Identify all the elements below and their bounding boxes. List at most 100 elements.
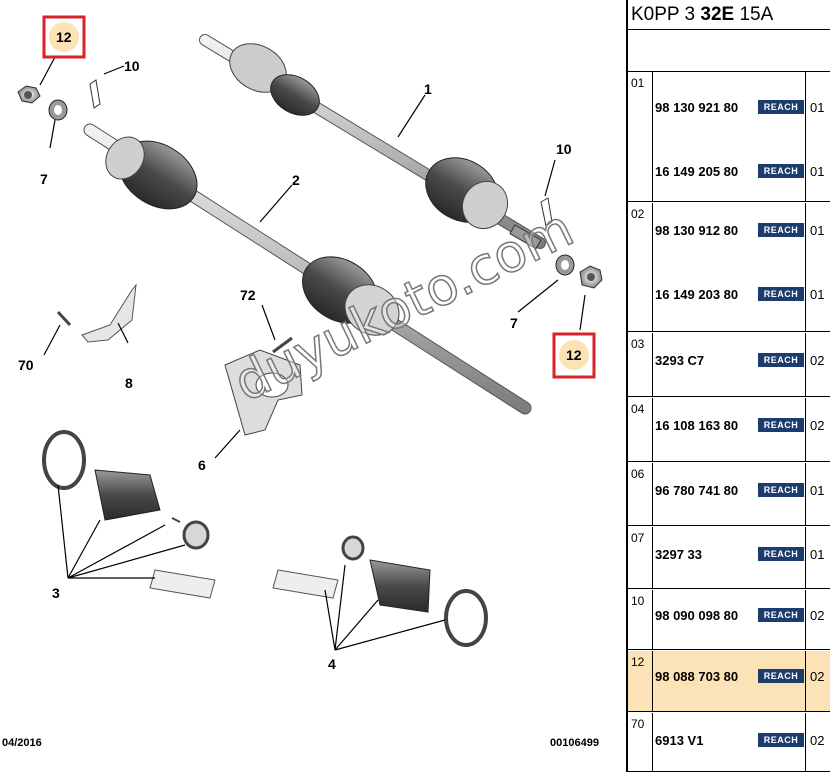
part-quantity: 02 — [810, 608, 825, 623]
part-quantity: 02 — [810, 353, 825, 368]
header-blank-row — [628, 31, 830, 72]
row-item-number: 01 — [628, 72, 653, 201]
reach-badge: REACH — [758, 547, 804, 561]
model-code-part-c: 15A — [734, 4, 774, 25]
qty-column-divider — [805, 333, 830, 396]
model-code-header: K0PP 3 32E 15A — [628, 0, 830, 30]
highlight-label-12-top: 12 — [56, 29, 72, 45]
bolt-70 — [56, 310, 72, 327]
part-reference[interactable]: 3297 33 — [655, 547, 702, 562]
washer-right — [555, 254, 575, 276]
boot-kit-3 — [42, 430, 216, 599]
parts-diagram: 1 2 3 4 6 7 7 8 10 10 70 72 12 12 duyuko… — [2, 15, 603, 749]
part-reference[interactable]: 6913 V1 — [655, 733, 704, 748]
drive-shaft-2 — [83, 123, 532, 415]
qty-column-divider — [805, 398, 830, 461]
callout-6: 6 — [198, 457, 206, 473]
reach-badge: REACH — [758, 164, 804, 178]
qty-column-divider — [805, 527, 830, 588]
callout-10-left: 10 — [124, 58, 140, 74]
reach-badge: REACH — [758, 100, 804, 114]
parts-diagram-svg: 1 2 3 4 6 7 7 8 10 10 70 72 12 12 — [17, 15, 603, 672]
part-quantity: 01 — [810, 164, 825, 179]
highlight-box-12-right[interactable]: 12 — [552, 332, 596, 379]
part-reference[interactable]: 16 149 205 80 — [655, 164, 739, 179]
part-reference[interactable]: 16 108 163 80 — [655, 418, 739, 433]
part-reference[interactable]: 98 088 703 80 — [655, 669, 739, 684]
reach-badge: REACH — [758, 223, 804, 237]
leader-lines — [39, 56, 586, 651]
callout-10-right: 10 — [556, 141, 572, 157]
row-item-number: 03 — [628, 333, 653, 396]
part-reference[interactable]: 98 130 912 80 — [655, 223, 739, 238]
circlip-right — [540, 197, 553, 227]
reach-badge: REACH — [758, 608, 804, 622]
diagram-date: 04/2016 — [2, 737, 42, 749]
part-quantity: 01 — [810, 100, 825, 115]
qty-column-divider — [805, 203, 830, 331]
reach-badge: REACH — [758, 287, 804, 301]
part-reference[interactable]: 96 780 741 80 — [655, 483, 739, 498]
callout-72: 72 — [240, 287, 256, 303]
reach-badge: REACH — [758, 733, 804, 747]
reach-badge: REACH — [758, 418, 804, 432]
nut-right — [579, 265, 603, 289]
part-reference[interactable]: 98 090 098 80 — [655, 608, 739, 623]
callout-8: 8 — [125, 375, 133, 391]
row-item-number: 04 — [628, 398, 653, 461]
row-item-number: 02 — [628, 203, 653, 331]
highlight-box-12-top[interactable]: 12 — [42, 15, 86, 59]
reach-badge: REACH — [758, 353, 804, 367]
washer-left — [48, 99, 68, 121]
part-quantity: 02 — [810, 733, 825, 748]
bolt-72 — [272, 336, 293, 354]
circlip-left — [89, 79, 101, 109]
highlight-label-12-right: 12 — [566, 347, 582, 363]
qty-column-divider — [805, 651, 830, 711]
diagram-id: 00106499 — [550, 737, 599, 749]
callout-4: 4 — [328, 656, 336, 672]
drive-shaft-1 — [199, 34, 546, 250]
row-item-number: 12 — [628, 651, 653, 711]
callout-7-right: 7 — [510, 315, 518, 331]
callout-1: 1 — [424, 81, 432, 97]
qty-column-divider — [805, 713, 830, 771]
reach-badge: REACH — [758, 669, 804, 683]
callout-2: 2 — [292, 172, 300, 188]
part-reference[interactable]: 3293 C7 — [655, 353, 705, 368]
qty-column-divider — [805, 72, 830, 201]
part-reference[interactable]: 16 149 203 80 — [655, 287, 739, 302]
part-quantity: 01 — [810, 287, 825, 302]
part-quantity: 02 — [810, 669, 825, 684]
row-item-number: 06 — [628, 463, 653, 525]
reach-badge: REACH — [758, 483, 804, 497]
part-reference[interactable]: 98 130 921 80 — [655, 100, 739, 115]
qty-column-divider — [805, 463, 830, 525]
part-quantity: 01 — [810, 483, 825, 498]
row-item-number: 70 — [628, 713, 653, 771]
callout-7-left: 7 — [40, 171, 48, 187]
part-quantity: 01 — [810, 223, 825, 238]
part-quantity: 02 — [810, 418, 825, 433]
row-item-number: 10 — [628, 590, 653, 649]
qty-column-divider — [805, 590, 830, 649]
callout-70: 70 — [18, 357, 34, 373]
row-item-number: 07 — [628, 527, 653, 588]
model-code-part-a: K0PP 3 — [631, 4, 701, 25]
retaining-clamp — [81, 283, 137, 343]
nut-left — [17, 85, 41, 104]
boot-kit-4 — [272, 535, 488, 647]
part-quantity: 01 — [810, 547, 825, 562]
callout-3: 3 — [52, 585, 60, 601]
model-code-part-b: 32E — [700, 4, 735, 25]
